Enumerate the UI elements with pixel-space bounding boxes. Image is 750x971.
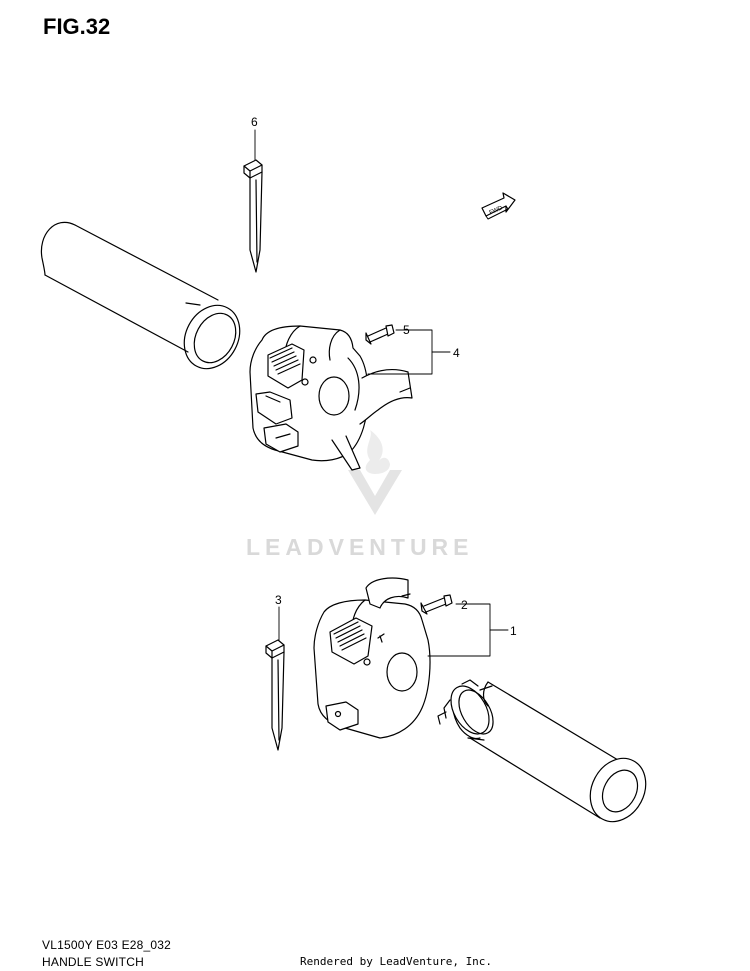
figure-caption: HANDLE SWITCH (42, 955, 144, 969)
callout-4: 4 (453, 346, 460, 360)
callout-1: 1 (510, 624, 517, 638)
fwd-arrow-icon: FWD (481, 192, 516, 220)
figure-title: FIG.32 (43, 14, 111, 39)
right-handle-switch-assembly (313, 577, 431, 739)
callout-5: 5 (403, 323, 410, 337)
callout-2: 2 (461, 598, 468, 612)
watermark-text: LEADVENTURE (246, 534, 474, 560)
model-code: VL1500Y E03 E28_032 (42, 938, 172, 952)
leader-4-bracket (367, 329, 433, 375)
fwd-label: FWD (489, 205, 505, 216)
leader-1-bracket (427, 603, 491, 657)
leadventure-watermark-logo (348, 430, 402, 515)
callout-3: 3 (275, 593, 282, 607)
screw-2 (420, 594, 453, 615)
cable-tie-6 (243, 159, 263, 273)
right-throttle-grip (437, 679, 647, 823)
left-handle-switch-assembly (249, 325, 413, 471)
cable-tie-3 (265, 639, 285, 751)
screw-5 (365, 324, 395, 345)
left-handlebar-grip (40, 221, 241, 370)
rendered-by-credit: Rendered by LeadVenture, Inc. (300, 955, 493, 968)
callout-6: 6 (251, 115, 258, 129)
